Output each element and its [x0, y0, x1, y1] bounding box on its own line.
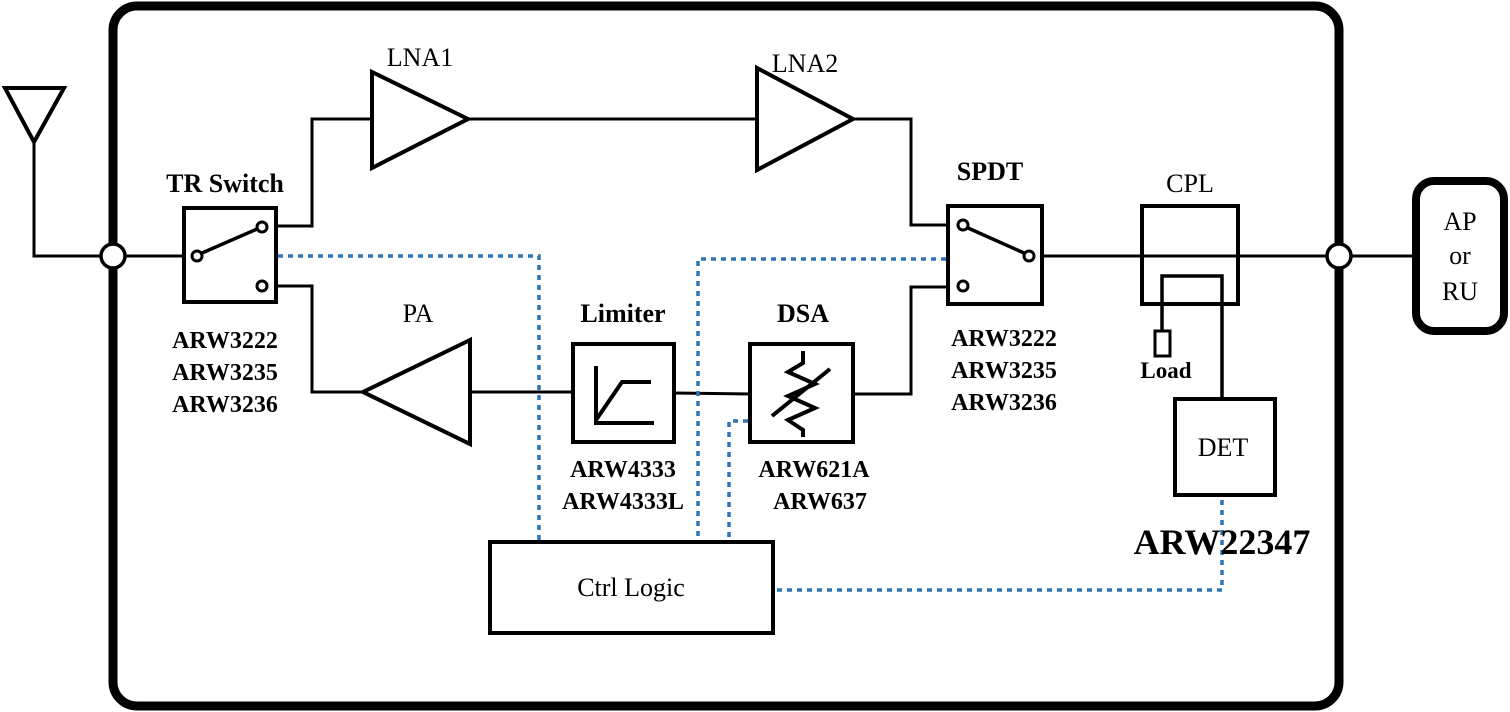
- limiter-part-1: ARW4333: [570, 457, 676, 483]
- spdt-tx-terminal: [956, 279, 970, 293]
- pa-amplifier-icon: [358, 336, 472, 448]
- det-label: DET: [1198, 433, 1249, 462]
- spdt-part-2: ARW3235: [951, 358, 1057, 384]
- dsa-part-1: ARW621A: [758, 457, 870, 483]
- limiter-label: Limiter: [580, 299, 665, 328]
- dsa-label: DSA: [777, 299, 829, 328]
- tr-switch-label: TR Switch: [166, 169, 284, 198]
- ap-or-ru-line-1: AP: [1443, 207, 1476, 236]
- ap-or-ru-line-2: or: [1449, 241, 1471, 270]
- coupler-block: [1140, 204, 1240, 400]
- variable-arrow-icon: [770, 367, 832, 418]
- dsa-part-2: ARW637: [773, 489, 867, 515]
- variable-resistor-icon: [783, 351, 820, 437]
- control-line-det: [777, 497, 1224, 592]
- control-line-tr-switch: [278, 254, 541, 540]
- spdt-part-3: ARW3236: [951, 390, 1057, 416]
- cpl-label: CPL: [1166, 169, 1214, 198]
- pa-label: PA: [403, 299, 434, 328]
- limiter-axes-icon: [594, 366, 654, 425]
- ctrl-logic-block: [488, 540, 775, 635]
- spdt-label: SPDT: [957, 157, 1023, 186]
- lna1-amplifier-icon: [370, 68, 473, 172]
- ctrl-logic-label: Ctrl Logic: [577, 573, 685, 602]
- control-line-spdt: [696, 257, 946, 540]
- tr-switch-part-2: ARW3235: [172, 360, 278, 386]
- switch-arm: [201, 227, 258, 255]
- coupled-line: [1160, 274, 1224, 400]
- detector-block: [1173, 397, 1277, 497]
- control-lines: [278, 254, 1224, 592]
- lna2-amplifier-icon: [755, 64, 858, 174]
- module-enclosure: [108, 1, 1344, 711]
- dsa-block: [748, 342, 855, 444]
- limiter-part-2: ARW4333L: [562, 489, 684, 515]
- port-antenna: [99, 242, 127, 270]
- load-label: Load: [1140, 358, 1191, 383]
- signal-wires: [123, 117, 1417, 396]
- spdt-common-terminal: [1022, 249, 1036, 263]
- switch-tx-terminal: [255, 279, 269, 293]
- spdt-block: [946, 204, 1044, 306]
- ap-or-ru-block: [1412, 177, 1508, 335]
- limiter-block: [571, 342, 676, 444]
- spdt-part-1: ARW3222: [951, 326, 1057, 352]
- spdt-arm: [967, 226, 1025, 255]
- switch-common-terminal: [190, 249, 204, 263]
- tr-switch-block: [182, 206, 278, 304]
- lna2-label: LNA2: [772, 49, 838, 78]
- ap-or-ru-line-3: RU: [1442, 277, 1478, 306]
- det-part-number: ARW22347: [1134, 522, 1311, 562]
- switch-rx-terminal: [255, 220, 269, 234]
- antenna-icon: [1, 86, 102, 258]
- tr-switch-part-3: ARW3236: [172, 392, 278, 418]
- lna1-label: LNA1: [387, 43, 453, 72]
- tr-switch-part-1: ARW3222: [172, 328, 278, 354]
- limiter-curve-icon: [594, 380, 651, 422]
- port-output: [1325, 242, 1353, 270]
- load-resistor-icon: [1153, 329, 1172, 358]
- spdt-rx-terminal: [956, 218, 970, 232]
- control-line-dsa: [727, 419, 748, 540]
